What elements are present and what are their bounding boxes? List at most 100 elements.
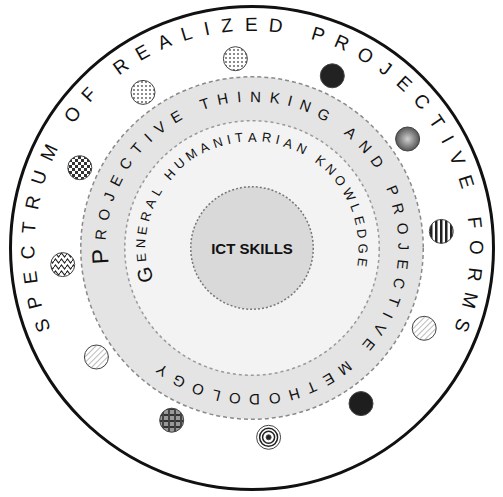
letter: V: [446, 148, 468, 167]
letter: S: [451, 317, 473, 336]
ring-label: SPECTRUM OF REALIZED PROJECTIVE FORMS: [9, 5, 495, 491]
letter: J: [396, 243, 411, 251]
letter: O: [268, 390, 282, 407]
letter: I: [380, 311, 395, 321]
letter: E: [107, 173, 125, 189]
letter: K: [313, 153, 328, 169]
circle-outline: [81, 77, 424, 420]
letter: G: [356, 244, 369, 254]
ring-label: PROJECTIVE THINKING AND PROJECTIVE METHO…: [80, 76, 424, 420]
pattern-dot: [320, 64, 344, 88]
pattern-dot: [223, 47, 247, 71]
letter: [333, 116, 345, 131]
letter: G: [170, 372, 187, 391]
letter: V: [151, 118, 168, 136]
letter: E: [455, 172, 477, 190]
pattern-dot: [429, 219, 453, 243]
letter: P: [384, 183, 402, 198]
letter: N: [211, 135, 224, 150]
inner-ring: ICT SKILLSGENERAL HUMANITARIAN KNOWLEDGE: [124, 120, 380, 376]
pattern-dot: [68, 156, 92, 180]
letter: E: [320, 370, 336, 388]
letter: E: [393, 72, 415, 95]
letter: O: [355, 43, 377, 67]
letter: N: [294, 141, 308, 157]
letter: H: [287, 385, 302, 402]
letter: E: [135, 225, 149, 236]
letter: E: [20, 270, 41, 285]
pattern-dot: [160, 408, 184, 432]
letter: I: [438, 132, 457, 146]
core-label: ICT SKILLS: [190, 186, 314, 310]
ring-label: GENERAL HUMANITARIAN KNOWLEDGE: [124, 120, 380, 376]
letter: A: [198, 140, 211, 155]
letter: I: [286, 93, 294, 109]
letter: O: [95, 207, 112, 222]
letter: I: [236, 89, 241, 104]
letter: R: [109, 55, 131, 78]
letter: H: [161, 166, 177, 182]
letter: F: [464, 215, 484, 229]
letter: [185, 102, 195, 117]
letter: [50, 125, 69, 139]
letter: T: [426, 111, 448, 131]
letter: [461, 197, 481, 206]
letter: C: [116, 155, 134, 172]
letter: A: [248, 130, 257, 143]
letter: D: [368, 153, 387, 170]
letter: T: [305, 379, 319, 396]
letter: H: [216, 90, 230, 107]
letter: E: [395, 259, 411, 271]
letter: A: [143, 197, 158, 210]
letter: R: [390, 201, 407, 215]
letter: M: [336, 358, 355, 378]
letter: D: [355, 228, 369, 239]
pattern-dot: [131, 80, 155, 104]
pattern-dot: [84, 345, 108, 369]
letter: O: [395, 222, 411, 236]
circle-outline: [191, 187, 314, 310]
letter: C: [410, 90, 433, 113]
letter: R: [261, 131, 272, 145]
letter: E: [132, 42, 152, 65]
middle-ring: ICT SKILLSGENERAL HUMANITARIAN KNOWLEDGE…: [80, 76, 424, 420]
letter: L: [179, 23, 195, 44]
letter: E: [168, 108, 184, 126]
letter: O: [190, 381, 206, 399]
letter: A: [155, 31, 174, 53]
letter: D: [249, 392, 260, 407]
letter: A: [282, 136, 294, 151]
letter: G: [315, 105, 332, 124]
letter: E: [245, 14, 258, 33]
letter: R: [464, 266, 484, 282]
letter: E: [352, 214, 367, 226]
letter: P: [309, 23, 327, 45]
circle-outline: [11, 7, 494, 490]
letter: O: [228, 391, 241, 407]
letter: M: [459, 291, 481, 311]
letter: [95, 71, 112, 89]
letter: M: [183, 147, 199, 164]
outer-circle: ICT SKILLSGENERAL HUMANITARIAN KNOWLEDGE…: [9, 5, 495, 491]
letter: O: [60, 103, 84, 126]
letter: P: [24, 294, 46, 311]
letter: R: [332, 31, 352, 54]
pattern-dot: [51, 253, 75, 277]
pattern-dot: [396, 127, 420, 151]
letter: L: [149, 185, 164, 198]
letter: M: [37, 141, 61, 163]
letter: W: [341, 186, 358, 203]
letter: J: [101, 191, 118, 203]
letter: E: [360, 336, 378, 353]
pattern-dot: [349, 392, 373, 416]
letter: I: [202, 19, 211, 39]
letter: O: [466, 240, 485, 255]
letter: O: [332, 173, 348, 189]
letter: I: [274, 133, 281, 146]
letter: E: [135, 253, 149, 263]
pattern-dot: [412, 316, 436, 340]
letter: L: [210, 387, 222, 404]
letter: [156, 178, 169, 189]
pattern-dot: [257, 425, 281, 449]
letter: P: [88, 248, 112, 265]
